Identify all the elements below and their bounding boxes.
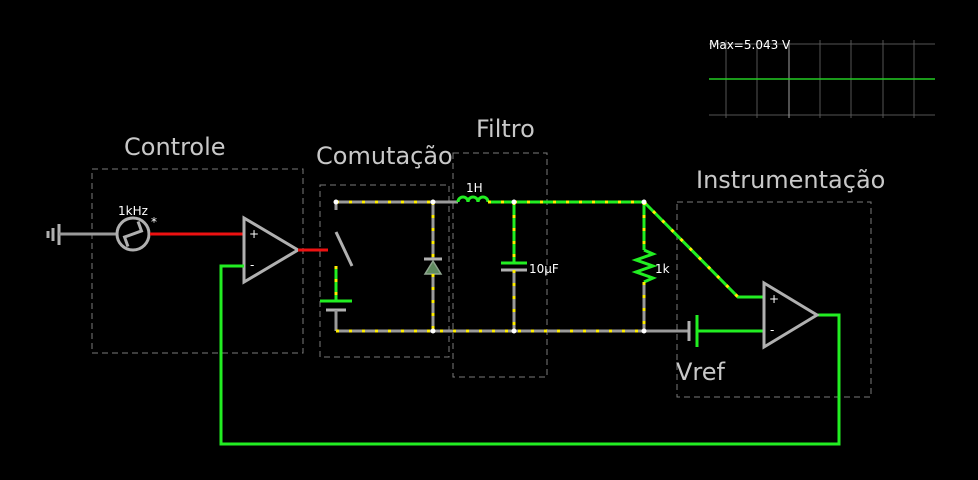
junction-node — [430, 199, 436, 205]
instrumentation-opamp-minus: - — [770, 323, 774, 337]
oscilloscope[interactable]: Max=5.043 V — [709, 38, 935, 118]
control-opamp-plus: + — [249, 227, 259, 241]
resistor[interactable] — [631, 248, 658, 284]
instrumentation-opamp-plus: + — [769, 292, 779, 306]
diode[interactable] — [423, 257, 443, 275]
vref-label: Vref — [676, 358, 726, 386]
control-opamp[interactable] — [242, 215, 301, 285]
switch[interactable] — [334, 231, 354, 267]
instrumentation-opamp[interactable] — [762, 280, 820, 350]
vref-battery[interactable] — [687, 315, 699, 347]
feedback-wire[interactable] — [219, 264, 841, 446]
control-group-label: Controle — [124, 133, 226, 161]
capacitor[interactable] — [501, 261, 527, 272]
junction-node — [333, 199, 339, 205]
ground-symbol[interactable] — [46, 224, 61, 245]
instrumentation-group-label: Instrumentação — [696, 166, 885, 194]
capacitor-label: 10µF — [529, 262, 559, 276]
source-marker: * — [151, 215, 157, 229]
inductor[interactable] — [456, 195, 490, 203]
junction-node — [641, 328, 647, 334]
control-opamp-minus: - — [250, 258, 254, 272]
battery[interactable] — [320, 299, 352, 312]
junction-node — [511, 199, 517, 205]
current-dots — [642, 200, 740, 299]
filter-group-box — [452, 152, 548, 378]
scope-max-label: Max=5.043 V — [709, 38, 791, 52]
wire[interactable] — [642, 200, 764, 299]
resistor-label: 1k — [655, 262, 670, 276]
junction-node — [430, 328, 436, 334]
instrumentation-group-box — [676, 201, 872, 398]
filter-group-label: Filtro — [476, 115, 535, 143]
switching-group-box — [319, 184, 450, 358]
inductor-label: 1H — [466, 181, 483, 195]
control-group-box — [91, 168, 304, 354]
junction-node — [641, 199, 647, 205]
switching-group-label: Comutação — [316, 142, 453, 170]
ac-source[interactable] — [115, 216, 151, 252]
source-frequency-label: 1kHz — [118, 204, 148, 218]
junction-node — [511, 328, 517, 334]
